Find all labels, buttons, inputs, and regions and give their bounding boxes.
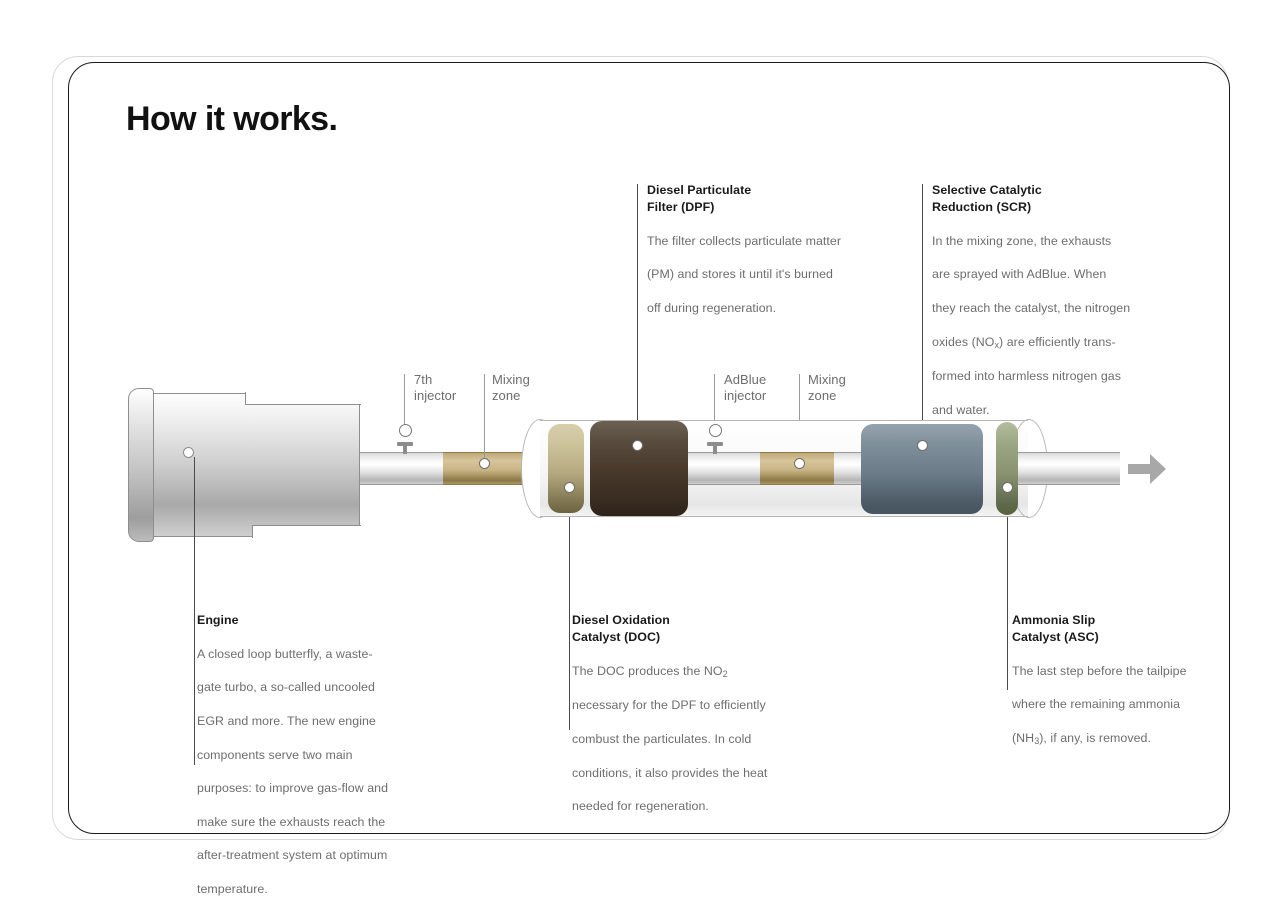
callout-doc-body: The DOC produces the NO2 necessary for t… [572,646,782,815]
page-title: How it works. [126,100,338,138]
callout-engine-body-line2: gate turbo, a so-called uncooled [197,680,375,695]
leader-line-injector-adblue [714,374,715,428]
callout-engine-body-line1: A closed loop butterfly, a waste- [197,646,373,661]
exhaust-flow-arrow-icon [1128,454,1166,484]
engine-body [152,393,360,537]
callout-asc-body-line1: The last step before the tailpipe [1012,663,1187,678]
leader-line-injector-7th [404,374,405,428]
callout-engine-body-line7: after-treatment system at optimum [197,848,388,863]
callout-scr-body-line5: formed into harmless nitrogen gas [932,369,1121,384]
callout-doc: Diesel Oxidation Catalyst (DOC) The DOC … [572,612,782,815]
callout-scr-body-line6: and water. [932,402,990,417]
anchor-dot-asc [1002,482,1013,493]
leader-line-dpf [637,184,638,446]
callout-scr-body-line1: In the mixing zone, the exhausts [932,233,1112,248]
callout-scr-body-line2: are sprayed with AdBlue. When [932,267,1107,282]
injector-7th-circle-icon [399,424,412,437]
callout-doc-body-line2: necessary for the DPF to efficiently [572,698,766,713]
injector-7th-cap-icon [397,442,413,446]
callout-doc-body-line3: combust the particulates. In cold [572,731,752,746]
callout-scr-body-line4-post: ) are efficiently trans- [999,334,1116,349]
callout-doc-heading: Diesel Oxidation Catalyst (DOC) [572,613,670,644]
callout-scr-body: In the mixing zone, the exhausts are spr… [932,216,1132,419]
callout-asc: Ammonia Slip Catalyst (ASC) The last ste… [1012,612,1212,748]
callout-engine-body-line6: make sure the exhausts reach the [197,814,386,829]
callout-asc-heading: Ammonia Slip Catalyst (ASC) [1012,613,1099,644]
anchor-dot-dpf [632,440,643,451]
label-injector-7th: 7th injector [414,372,457,403]
callout-engine-body-line4: components serve two main [197,747,353,762]
injector-adblue-cap-icon [707,442,723,446]
tailpipe [1010,452,1120,485]
anchor-dot-scr [917,440,928,451]
anchor-dot-mixing-zone-1 [479,458,490,469]
leader-line-mixing-zone-1 [484,374,485,468]
scr-block [861,424,983,514]
anchor-dot-doc [564,482,575,493]
doc-block [548,424,584,513]
callout-scr-body-line3: they reach the catalyst, the nitrogen [932,300,1131,315]
callout-engine-body-line3: EGR and more. The new engine [197,713,376,728]
callout-scr-body-line4-subscript: x [994,340,1000,351]
engine-flange [128,388,154,542]
leader-line-engine [194,457,195,765]
callout-engine-body-line8: temperature. [197,881,268,896]
label-injector-adblue: AdBlue injector [724,372,767,403]
injector-adblue-circle-icon [709,424,722,437]
callout-dpf-body-line3: off during regeneration. [647,300,777,315]
callout-asc-body-line2: where the remaining ammonia [1012,697,1181,712]
engine-notch-top [245,392,361,405]
callout-doc-body-line1-subscript: 2 [722,669,728,680]
leader-line-doc [569,492,570,730]
callout-doc-body-line4: conditions, it also provides the heat [572,765,768,780]
asc-block [996,422,1018,515]
engine-notch-bottom [252,525,361,538]
label-mixing-zone-2: Mixing zone [808,372,846,403]
callout-engine: Engine A closed loop butterfly, a waste-… [197,612,397,898]
anchor-dot-engine [183,447,194,458]
callout-engine-body: A closed loop butterfly, a waste- gate t… [197,629,397,898]
callout-asc-body-line3-post: ), if any, is removed. [1039,730,1151,745]
callout-dpf: Diesel Particulate Filter (DPF) The filt… [647,182,847,317]
callout-dpf-body-line2: (PM) and stores it until it's burned [647,267,833,282]
callout-scr-body-line4-pre: oxides (NO [932,334,995,349]
callout-engine-heading: Engine [197,613,239,627]
leader-line-scr [922,184,923,446]
leader-line-asc [1007,492,1008,690]
callout-asc-body-line3-pre: (NH [1012,730,1035,745]
injector-adblue-stem-icon [713,444,717,454]
dpf-block [590,421,688,516]
callout-engine-body-line5: purposes: to improve gas-flow and [197,781,389,796]
callout-asc-body-line3-subscript: 3 [1034,736,1040,747]
callout-scr: Selective Catalytic Reduction (SCR) In t… [932,182,1132,419]
callout-dpf-body-line1: The filter collects particulate matter [647,233,842,248]
callout-dpf-heading: Diesel Particulate Filter (DPF) [647,183,752,214]
injector-7th-stem-icon [403,444,407,454]
callout-scr-heading: Selective Catalytic Reduction (SCR) [932,183,1042,214]
callout-dpf-body: The filter collects particulate matter (… [647,216,847,317]
anchor-dot-mixing-zone-2 [794,458,805,469]
callout-doc-body-line1-pre: The DOC produces the NO [572,663,723,678]
callout-doc-body-line5: needed for regeneration. [572,799,709,814]
label-mixing-zone-1: Mixing zone [492,372,530,403]
callout-asc-body: The last step before the tailpipe where … [1012,646,1212,748]
